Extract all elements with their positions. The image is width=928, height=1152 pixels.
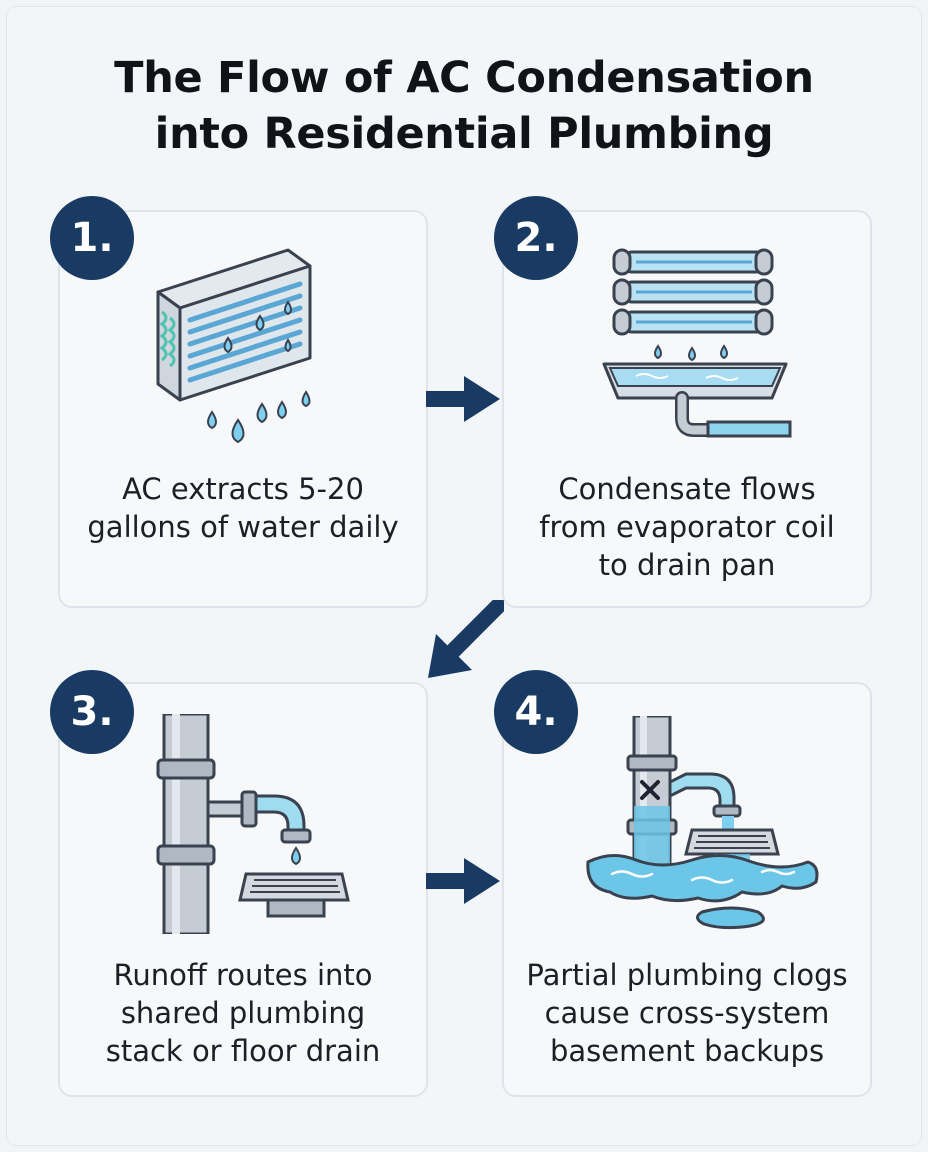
- step-2-badge: 2.: [494, 196, 578, 280]
- step-1-caption-line: gallons of water daily: [87, 510, 399, 544]
- evaporator-coil-drain-pan-icon: [602, 248, 792, 438]
- step-1-caption-line: AC extracts 5-20: [122, 472, 364, 506]
- step-1-card: AC extracts 5-20 gallons of water daily: [58, 210, 428, 608]
- clogged-pipe-flood-icon: [586, 716, 819, 930]
- step-2-caption-line: from evaporator coil: [539, 510, 835, 544]
- step-3-caption-line: stack or floor drain: [105, 1034, 381, 1068]
- arrow-down-left-icon: [428, 600, 504, 678]
- step-3-caption: Runoff routes into shared plumbing stack…: [60, 956, 426, 1070]
- step-4-caption: Partial plumbing clogs cause cross-syste…: [504, 956, 870, 1070]
- step-1-badge: 1.: [50, 196, 134, 280]
- step-2-caption-line: Condensate flows: [558, 472, 816, 506]
- step-2-caption: Condensate flows from evaporator coil to…: [504, 470, 870, 584]
- step-1-caption: AC extracts 5-20 gallons of water daily: [60, 470, 426, 546]
- step-3-badge: 3.: [50, 670, 134, 754]
- step-4-badge: 4.: [494, 670, 578, 754]
- plumbing-stack-floor-drain-icon: [156, 714, 350, 934]
- step-3-card: Runoff routes into shared plumbing stack…: [58, 682, 428, 1097]
- arrow-right-icon: [426, 858, 500, 904]
- page-title: The Flow of AC Condensation into Residen…: [0, 50, 928, 162]
- step-2-caption-line: to drain pan: [598, 548, 776, 582]
- ac-unit-dripping-icon: [156, 248, 312, 444]
- step-2-card: Condensate flows from evaporator coil to…: [502, 210, 872, 608]
- step-4-caption-line: cause cross-system: [544, 996, 830, 1030]
- step-4-caption-line: Partial plumbing clogs: [526, 958, 848, 992]
- step-4-caption-line: basement backups: [549, 1034, 825, 1068]
- step-3-caption-line: shared plumbing: [120, 996, 366, 1030]
- title-line-2: into Residential Plumbing: [154, 109, 774, 159]
- title-line-1: The Flow of AC Condensation: [114, 53, 814, 103]
- step-3-caption-line: Runoff routes into: [113, 958, 373, 992]
- step-4-card: Partial plumbing clogs cause cross-syste…: [502, 682, 872, 1097]
- arrow-right-icon: [426, 376, 500, 422]
